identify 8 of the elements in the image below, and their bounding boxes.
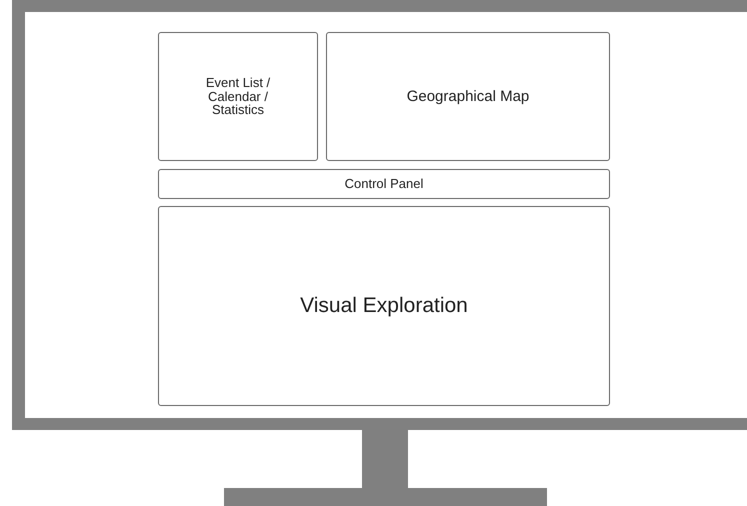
map-panel (326, 32, 610, 161)
exploration-panel (158, 206, 610, 406)
panel-title: Control Panel (344, 176, 424, 192)
panel-title: Geographical Map (406, 88, 530, 106)
event-list-panel (158, 32, 318, 161)
control-panel (158, 169, 610, 199)
panel-title: Event List / Calendar / Statistics (204, 76, 272, 117)
panel-title: Visual Exploration (300, 293, 468, 319)
